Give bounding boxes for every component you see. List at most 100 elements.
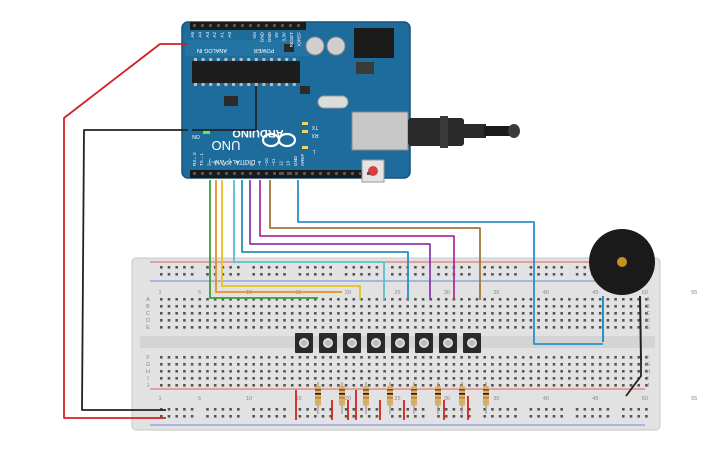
breadboard-hole: [229, 312, 232, 315]
breadboard-hole: [275, 266, 279, 269]
breadboard-hole: [598, 363, 602, 366]
breadboard-hole: [167, 298, 171, 301]
breadboard-hole: [367, 266, 371, 269]
breadboard-hole: [391, 273, 394, 276]
breadboard-hole: [414, 266, 417, 269]
pin-label: ~6: [235, 160, 240, 166]
breadboard-hole: [545, 326, 548, 329]
breadboard-hole: [198, 377, 202, 380]
breadboard-hole: [583, 356, 587, 359]
breadboard-hole: [337, 312, 340, 315]
breadboard-hole: [321, 377, 325, 380]
breadboard-hole: [183, 408, 186, 411]
breadboard-hole: [229, 377, 232, 380]
breadboard-hole: [614, 305, 617, 308]
breadboard-hole: [267, 298, 271, 301]
breadboard-hole: [375, 312, 379, 315]
breadboard-hole: [583, 326, 587, 329]
breadboard-hole: [606, 377, 610, 380]
breadboard-hole: [622, 384, 625, 387]
breadboard-hole: [645, 384, 648, 387]
breadboard-hole: [337, 319, 340, 322]
breadboard-hole: [583, 273, 587, 276]
pin-label: 5V: [274, 31, 279, 38]
breadboard-hole: [206, 384, 209, 387]
column-number: 45: [592, 290, 598, 296]
breadboard-hole: [344, 298, 348, 301]
breadboard-hole: [598, 319, 602, 322]
breadboard-hole: [283, 370, 286, 373]
breadboard-hole: [314, 319, 317, 322]
wire-orange: [215, 180, 342, 293]
breadboard-hole: [452, 377, 456, 380]
breadboard-hole: [414, 298, 417, 301]
breadboard-hole: [244, 312, 248, 315]
breadboard-hole: [637, 408, 640, 411]
breadboard-hole: [645, 370, 648, 373]
breadboard-hole: [468, 273, 471, 276]
breadboard-hole: [460, 319, 463, 322]
push-button: [415, 333, 433, 353]
breadboard-hole: [606, 384, 610, 387]
breadboard-hole: [614, 363, 617, 366]
breadboard-hole: [483, 312, 486, 315]
breadboard-hole: [314, 415, 317, 418]
row-letter: B: [146, 304, 150, 310]
row-letter: J: [647, 383, 650, 389]
breadboard-hole: [267, 370, 271, 373]
breadboard-hole: [167, 415, 171, 418]
row-letter: E: [146, 325, 150, 331]
breadboard-hole: [406, 415, 409, 418]
breadboard-hole: [329, 305, 332, 308]
breadboard-hole: [283, 266, 286, 269]
breadboard-hole: [614, 384, 617, 387]
breadboard-hole: [545, 305, 548, 308]
breadboard-hole: [591, 408, 594, 411]
breadboard-hole: [460, 356, 463, 359]
breadboard-hole: [367, 377, 371, 380]
breadboard-hole: [275, 326, 279, 329]
breadboard-hole: [529, 408, 533, 411]
breadboard-hole: [537, 326, 540, 329]
breadboard-hole: [252, 305, 255, 308]
breadboard-hole: [360, 377, 363, 380]
breadboard-hole: [583, 370, 587, 373]
breadboard-hole: [360, 319, 363, 322]
breadboard-hole: [637, 415, 640, 418]
breadboard-hole: [183, 384, 186, 387]
breadboard-hole: [645, 298, 648, 301]
breadboard-hole: [352, 312, 356, 315]
breadboard-hole: [167, 312, 171, 315]
breadboard-hole: [283, 377, 286, 380]
breadboard-hole: [514, 370, 517, 373]
row-letter: I: [647, 376, 649, 382]
breadboard-hole: [360, 370, 363, 373]
breadboard-hole: [352, 326, 356, 329]
breadboard-hole: [360, 298, 363, 301]
breadboard-hole: [629, 408, 633, 411]
breadboard-hole: [329, 319, 332, 322]
breadboard-hole: [414, 312, 417, 315]
breadboard-hole: [437, 319, 440, 322]
breadboard-hole: [437, 312, 440, 315]
breadboard-hole: [321, 298, 325, 301]
breadboard-hole: [221, 319, 225, 322]
breadboard-hole: [344, 415, 348, 418]
push-button: [367, 333, 385, 353]
breadboard-hole: [314, 298, 317, 301]
push-buttons: [295, 333, 481, 353]
breadboard-hole: [267, 408, 271, 411]
breadboard-hole: [206, 415, 209, 418]
breadboard-hole: [622, 408, 625, 411]
breadboard-hole: [306, 356, 309, 359]
breadboard-hole: [344, 312, 348, 315]
breadboard-hole: [260, 266, 263, 269]
breadboard-hole: [298, 384, 302, 387]
breadboard-hole: [498, 312, 502, 315]
breadboard-hole: [491, 319, 494, 322]
breadboard-hole: [352, 363, 356, 366]
breadboard-hole: [468, 363, 471, 366]
breadboard-hole: [298, 363, 302, 366]
breadboard-hole: [175, 384, 178, 387]
breadboard-hole: [491, 266, 494, 269]
